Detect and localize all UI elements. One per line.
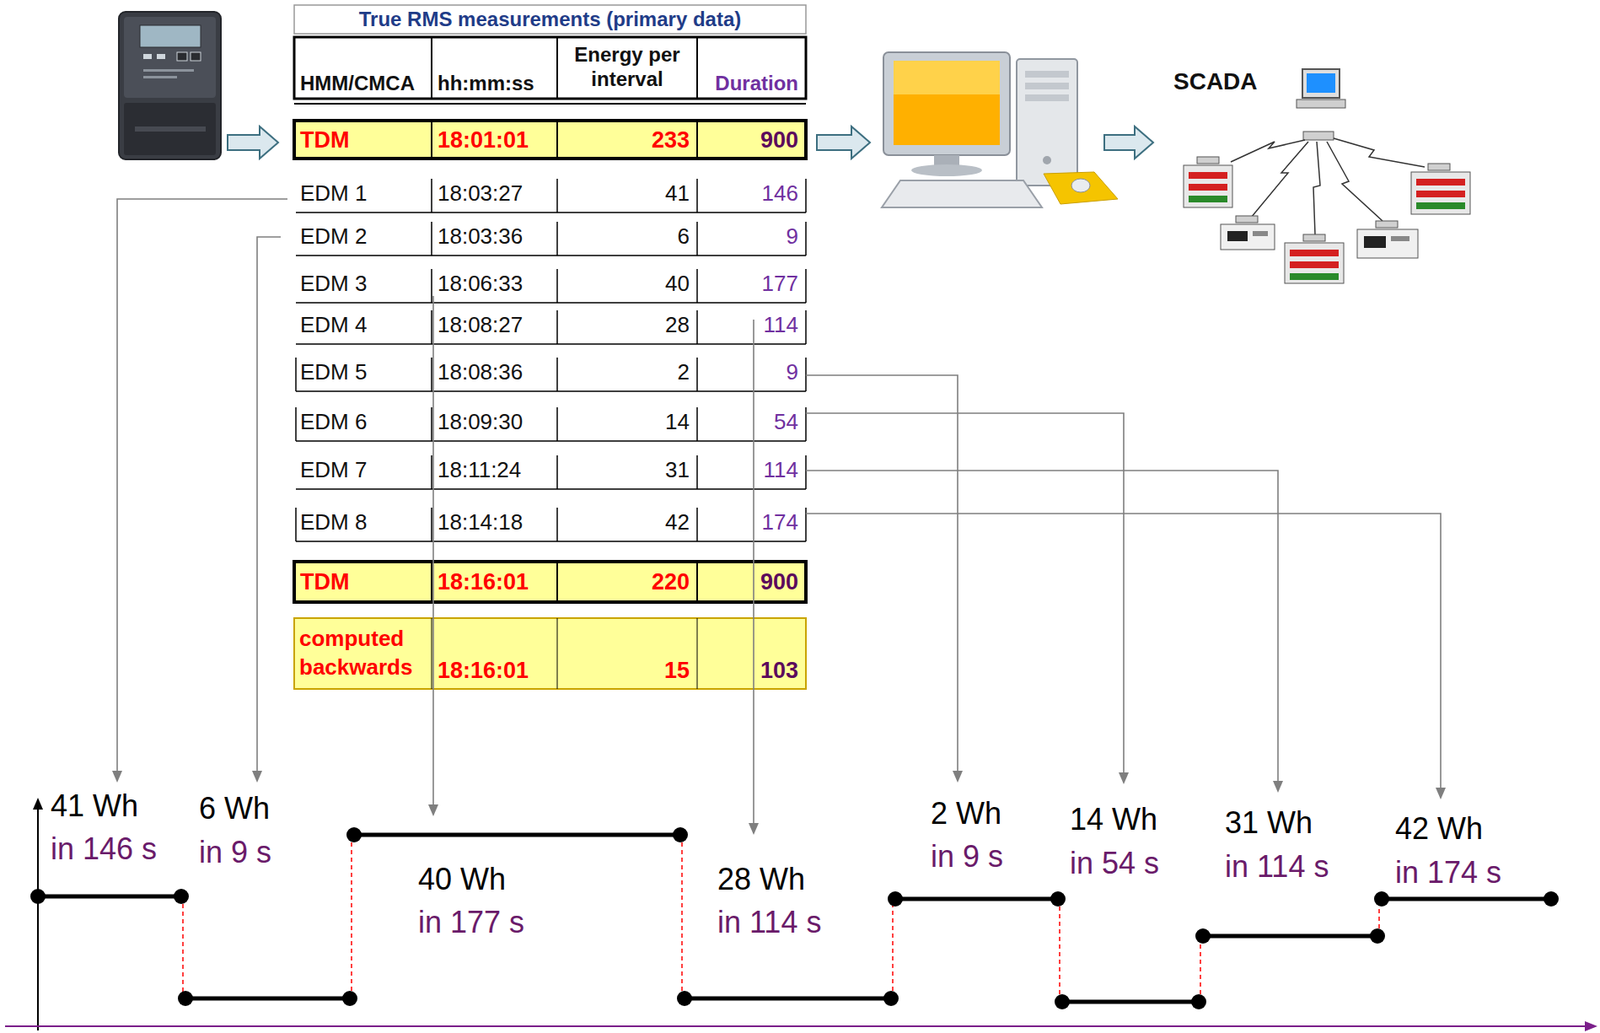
table-cell: 900 — [697, 568, 799, 596]
table-cell: 18:08:36 — [437, 359, 556, 386]
step-chart — [5, 797, 1598, 1031]
duration-label: in 114 s — [717, 903, 822, 940]
system-label: SCADA — [1173, 67, 1258, 97]
table-cell: 233 — [557, 126, 690, 154]
table-cell: 18:06:33 — [437, 270, 556, 297]
table-cell: 31 — [557, 456, 690, 484]
table-cell: 41 — [557, 180, 690, 207]
table-cell: 15 — [557, 656, 690, 684]
table-cell: 54 — [697, 408, 799, 435]
table-cell: 18:03:27 — [437, 180, 556, 207]
table-frame — [294, 5, 806, 689]
table-cell: EDM 8 — [300, 509, 430, 536]
table-cell: 18:16:01 — [437, 656, 556, 684]
table-cell: 18:08:27 — [437, 311, 556, 339]
table-cell: EDM 5 — [300, 359, 430, 386]
energy-label: 6 Wh — [198, 789, 270, 827]
duration-label: in 146 s — [50, 830, 157, 867]
table-cell: 6 — [557, 223, 690, 250]
table-cell: 18:11:24 — [437, 456, 556, 484]
duration-label: in 9 s — [198, 833, 272, 870]
block-arrow — [1104, 126, 1154, 159]
table-cell: 18:01:01 — [437, 126, 556, 154]
table-cell: EDM 6 — [300, 408, 430, 435]
table-cell: 18:09:30 — [437, 408, 556, 435]
table-cell: TDM — [300, 568, 430, 596]
table-cell: 18:03:36 — [437, 223, 556, 250]
column-header: Energy per interval — [560, 42, 694, 92]
table-cell: EDM 4 — [300, 311, 430, 339]
table-cell: 2 — [557, 359, 690, 386]
duration-label: in 114 s — [1224, 848, 1329, 885]
energy-label: 14 Wh — [1069, 800, 1158, 838]
table-cell: 18:14:18 — [437, 509, 556, 536]
duration-label: in 54 s — [1069, 844, 1160, 881]
table-cell: 114 — [697, 311, 799, 339]
table-cell: computed backwards — [299, 624, 428, 682]
table-cell: 9 — [697, 223, 799, 250]
energy-label: 42 Wh — [1395, 810, 1483, 847]
table-cell: 18:16:01 — [437, 568, 556, 596]
computer — [881, 52, 1118, 208]
leader-lines — [117, 198, 1441, 827]
table-cell: TDM — [300, 126, 430, 154]
block-arrow — [227, 126, 279, 159]
table-cell: EDM 7 — [300, 456, 430, 484]
table-cell: EDM 2 — [300, 223, 430, 250]
table-cell: 220 — [557, 568, 690, 596]
column-header: Duration — [697, 71, 799, 97]
table-cell: 177 — [697, 270, 799, 297]
energy-label: 2 Wh — [930, 794, 1002, 832]
energy-label: 31 Wh — [1224, 804, 1313, 841]
scada-network — [1183, 69, 1471, 284]
table-cell: EDM 3 — [300, 270, 430, 297]
energy-label: 40 Wh — [418, 860, 506, 897]
block-arrow — [816, 126, 870, 159]
energy-label: 41 Wh — [50, 787, 139, 824]
duration-label: in 177 s — [418, 903, 525, 940]
energy-meter — [118, 11, 221, 160]
duration-label: in 9 s — [930, 837, 1004, 875]
table-cell: 14 — [557, 408, 690, 435]
table-cell: 42 — [557, 509, 690, 536]
table-title: True RMS measurements (primary data) — [294, 7, 806, 33]
column-header: HMM/CMCA — [300, 71, 430, 97]
energy-label: 28 Wh — [717, 860, 806, 897]
table-cell: 9 — [697, 359, 799, 386]
table-cell: 103 — [697, 656, 799, 684]
table-cell: 40 — [557, 270, 690, 297]
table-cell: 146 — [697, 180, 799, 207]
table-cell: 114 — [697, 456, 799, 484]
table-cell: 28 — [557, 311, 690, 339]
table-cell: 900 — [697, 126, 799, 154]
duration-label: in 174 s — [1395, 853, 1502, 891]
column-header: hh:mm:ss — [437, 71, 556, 97]
table-cell: EDM 1 — [300, 180, 430, 207]
table-cell: 174 — [697, 509, 799, 536]
